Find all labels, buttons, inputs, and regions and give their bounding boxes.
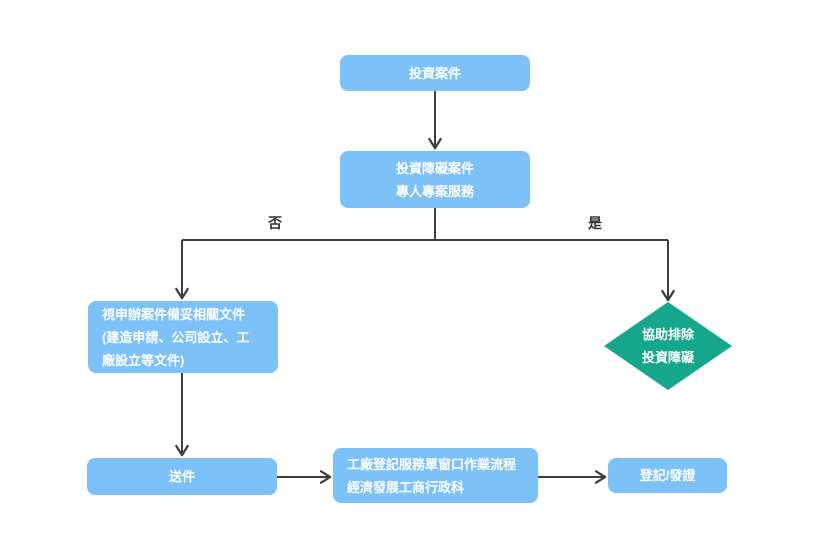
node-label: 送件: [168, 469, 195, 484]
node-label: 協助排除投資障礙: [641, 327, 694, 365]
node-label: 投資障礙案件專人專案服務: [395, 160, 474, 199]
flowchart-node-submit: 送件: [87, 458, 277, 495]
flowchart-node-register-issue: 登記/發證: [608, 458, 727, 493]
branch-label-yes: 是: [588, 215, 602, 231]
flowchart-node-prepare-documents: 視申辦案件備妥相關文件(建造申請、公司設立、工廠設立等文件): [88, 301, 278, 373]
node-label: 工廠登記服務單窗口作業流程經濟發展工商行政科: [347, 456, 517, 495]
node-label: 視申辦案件備妥相關文件(建造申請、公司設立、工廠設立等文件): [102, 306, 250, 368]
node-label: 投資案件: [408, 65, 461, 81]
flowchart-node-investment-case: 投資案件: [340, 55, 530, 91]
flowchart-node-factory-registration-process: 工廠登記服務單窗口作業流程經濟發展工商行政科: [333, 448, 538, 503]
flowchart-node-obstacle-service: 投資障礙案件專人專案服務: [340, 151, 530, 208]
branch-label-no: 否: [268, 215, 282, 231]
node-label: 登記/發證: [639, 468, 696, 483]
